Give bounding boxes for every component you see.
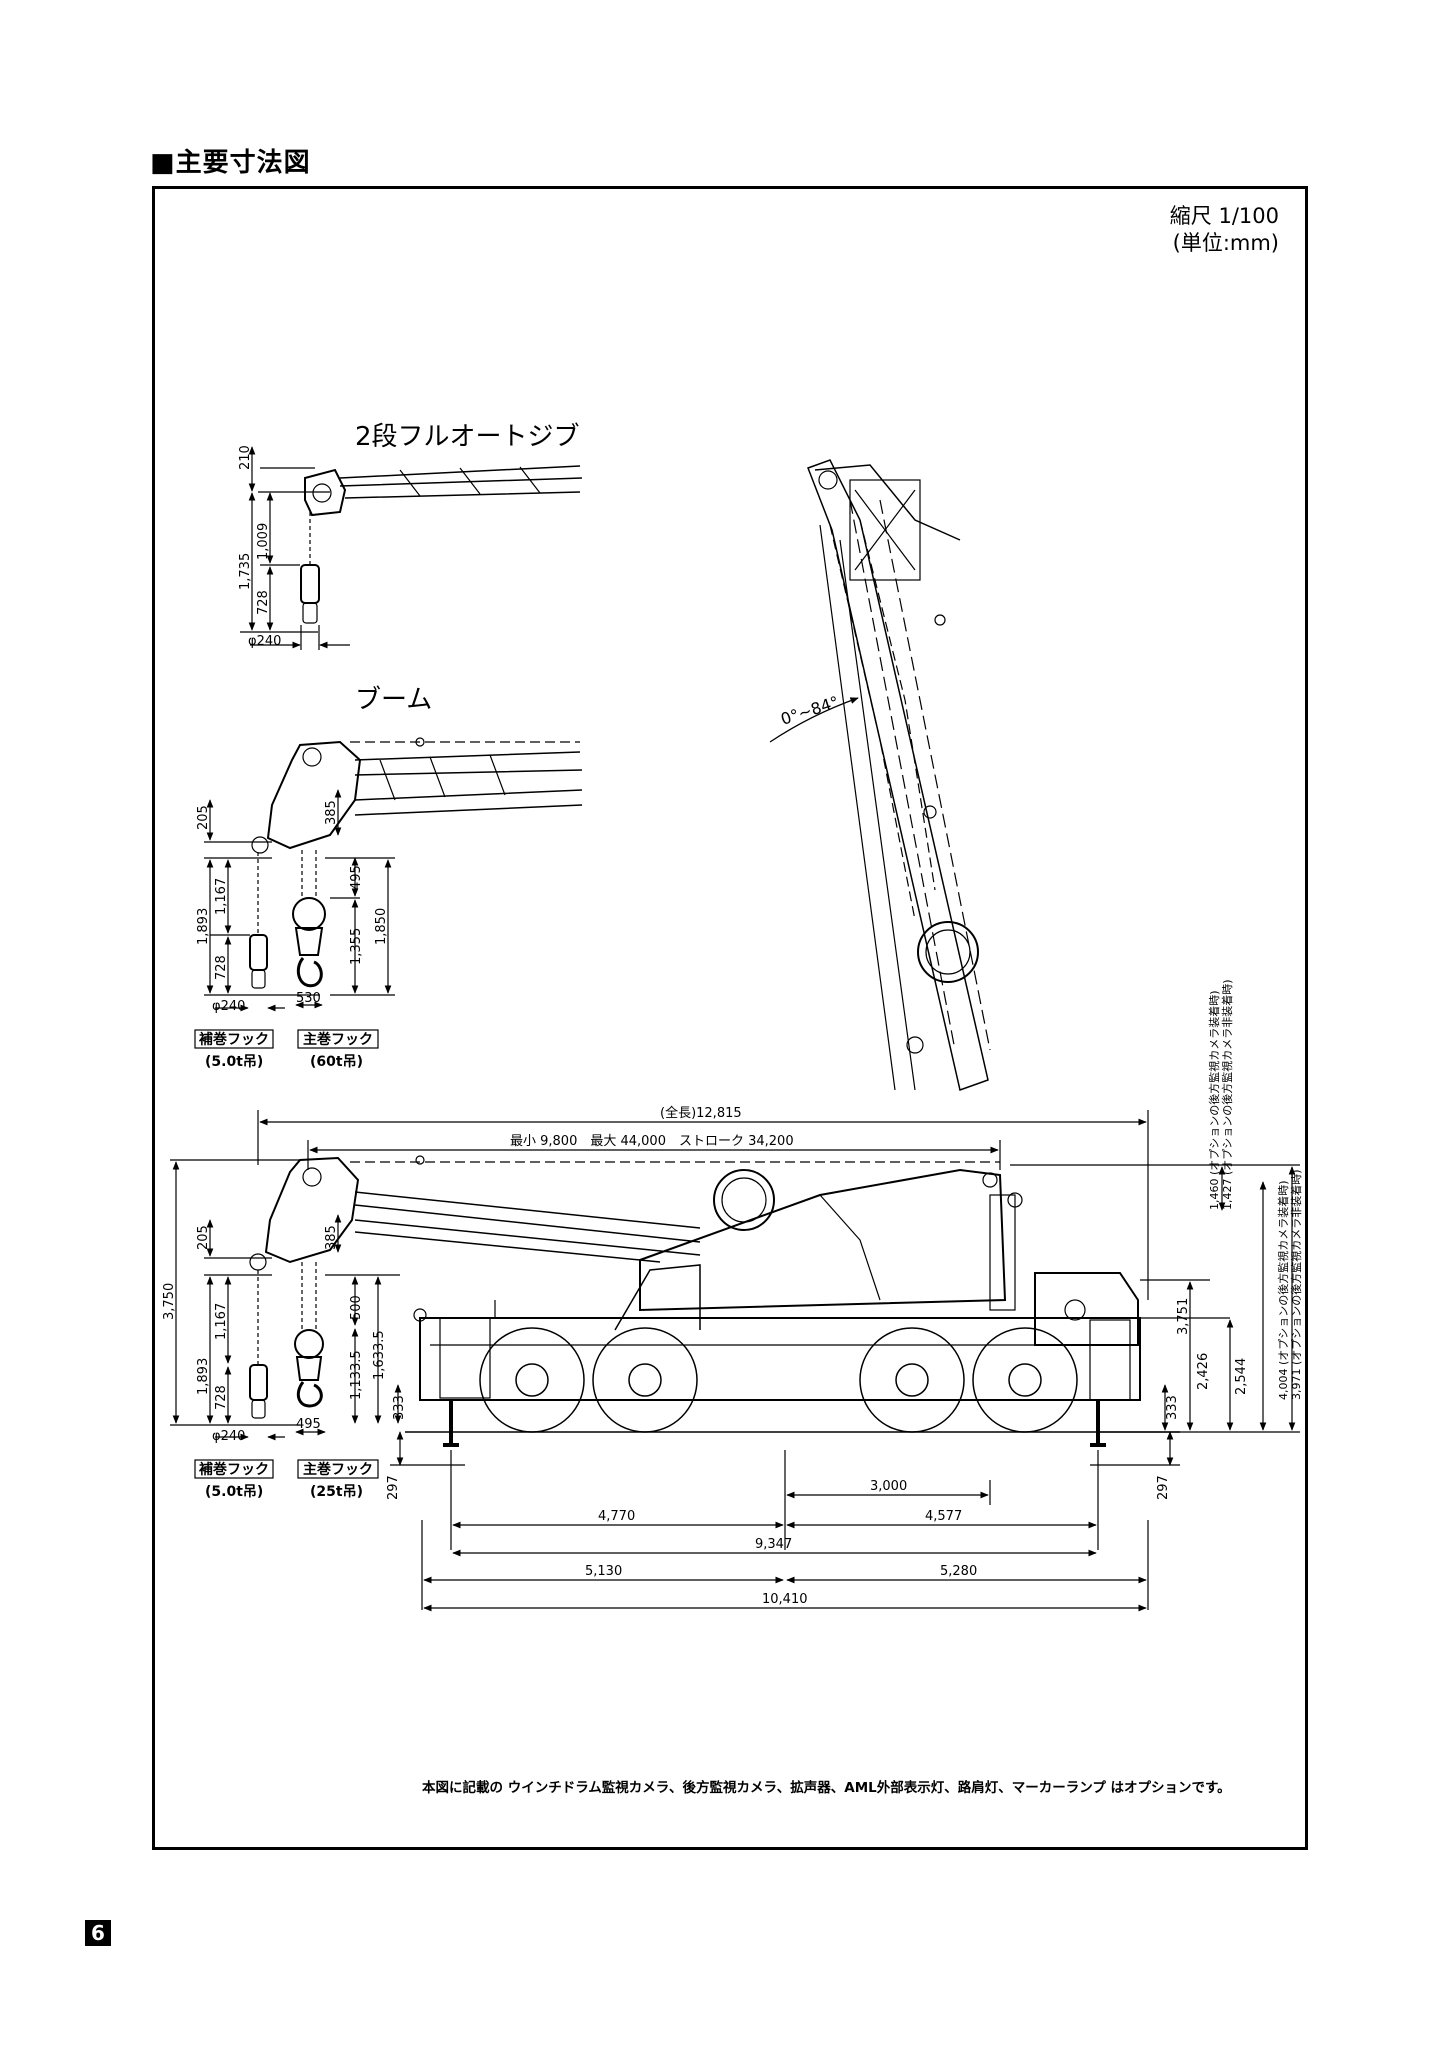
jib-dim-210: 210: [238, 445, 253, 470]
main-dim-9347: 9,347: [755, 1537, 792, 1552]
main-dim-4770: 4,770: [598, 1509, 635, 1524]
main-dim-3971-note: (オプションの後方監視カメラ非装着時): [1289, 1169, 1303, 1365]
main-aux-hook-label: 補巻フック: [198, 1461, 269, 1478]
main-dim-1427: 1,427: [1221, 1179, 1234, 1211]
main-dim-4577: 4,577: [925, 1509, 962, 1524]
jib-dim-728: 728: [256, 590, 271, 615]
main-dim-333-right: 333: [1165, 1395, 1180, 1420]
main-dim-10410: 10,410: [762, 1592, 808, 1607]
main-dim-4004: 4,004: [1277, 1369, 1290, 1401]
svg-text:1,460 (オプションの後方監視カメラ装着時): 1,460 (オプションの後方監視カメラ装着時): [1207, 990, 1221, 1210]
jib-dim-phi240: φ240: [248, 634, 281, 649]
boom-dim-1167: 1,167: [214, 878, 229, 915]
main-dim-1893: 1,893: [196, 1358, 211, 1395]
jib-detail-view: [240, 446, 583, 650]
jib-view-title: 2段フルオートジブ: [355, 422, 580, 452]
svg-text:4,004 (オプションの後方監視カメラ装着時): 4,004 (オプションの後方監視カメラ装着時): [1276, 1180, 1290, 1400]
jib-dim-1009: 1,009: [256, 523, 271, 560]
boom-dim-495: 495: [349, 865, 364, 890]
main-dim-phi240: φ240: [212, 1429, 245, 1444]
main-dim-1167: 1,167: [214, 1303, 229, 1340]
svg-text:3,971 (オプションの後方監視カメラ非装着時): 3,971 (オプションの後方監視カメラ非装着時): [1289, 1169, 1303, 1400]
main-dim-1633-5: 1,633.5: [372, 1330, 387, 1380]
main-dim-4004-note: (オプションの後方監視カメラ装着時): [1276, 1180, 1290, 1365]
scale-block: 縮尺 1/100 (単位:mm): [1170, 203, 1279, 257]
boom-stroke: 最小 9,800 最大 44,000 ストローク 34,200: [510, 1134, 794, 1149]
main-dim-2544: 2,544: [1234, 1358, 1249, 1395]
boom-dim-728: 728: [214, 955, 229, 980]
boom-aux-hook-label: 補巻フック: [198, 1031, 269, 1048]
boom-dim-1355: 1,355: [349, 928, 364, 965]
scale-ratio: 縮尺 1/100: [1169, 204, 1279, 228]
raised-boom-view: [769, 459, 991, 1091]
overall-length: (全長)12,815: [660, 1105, 742, 1121]
main-dim-3971: 3,971: [1290, 1369, 1303, 1401]
main-dim-5280: 5,280: [940, 1564, 977, 1579]
main-dim-385: 385: [324, 1225, 339, 1250]
drawing-frame: 縮尺 1/100 (単位:mm): [152, 186, 1308, 1850]
main-aux-hook-capacity: (5.0t吊): [205, 1484, 263, 1500]
boom-dim-205: 205: [196, 805, 211, 830]
boom-dim-1850: 1,850: [374, 908, 389, 945]
boom-dim-phi240: φ240: [212, 999, 245, 1014]
main-dim-297-left: 297: [386, 1475, 401, 1500]
main-dim-3750: 3,750: [162, 1283, 177, 1320]
svg-text:1,427 (オプションの後方監視カメラ非装着時): 1,427 (オプションの後方監視カメラ非装着時): [1220, 979, 1234, 1210]
main-dim-495: 495: [296, 1417, 321, 1432]
section-title: ■主要寸法図: [150, 148, 311, 178]
main-dim-1133-5: 1,133.5: [349, 1350, 364, 1400]
boom-aux-hook-capacity: (5.0t吊): [205, 1054, 263, 1070]
main-dim-728: 728: [214, 1385, 229, 1410]
main-side-view: [170, 1110, 1300, 1612]
boom-dim-1893: 1,893: [196, 908, 211, 945]
main-dim-3751: 3,751: [1176, 1298, 1191, 1335]
main-dim-297-right: 297: [1156, 1475, 1171, 1500]
boom-dim-385: 385: [324, 800, 339, 825]
page-number: 6: [85, 1920, 111, 1946]
main-main-hook-capacity: (25t吊): [310, 1484, 363, 1500]
main-dim-500: 500: [349, 1295, 364, 1320]
boom-view-title: ブーム: [355, 685, 432, 715]
jib-dim-1735: 1,735: [238, 553, 253, 590]
main-dim-1427-note: (オプションの後方監視カメラ非装着時): [1220, 979, 1234, 1175]
main-dim-1460-note: (オプションの後方監視カメラ装着時): [1207, 990, 1221, 1175]
main-main-hook-label: 主巻フック: [303, 1461, 373, 1478]
main-dim-1460: 1,460: [1208, 1179, 1221, 1211]
main-dim-205: 205: [196, 1225, 211, 1250]
boom-dim-530: 530: [296, 991, 321, 1006]
boom-main-hook-label: 主巻フック: [303, 1031, 373, 1048]
boom-detail-view: [204, 737, 583, 1012]
main-dim-333-left: 333: [392, 1395, 407, 1420]
main-dim-3000: 3,000: [870, 1479, 907, 1494]
options-footnote: 本図に記載の ウインチドラム監視カメラ、後方監視カメラ、拡声器、AML外部表示灯…: [422, 1779, 1231, 1796]
main-dim-5130: 5,130: [585, 1564, 622, 1579]
boom-main-hook-capacity: (60t吊): [310, 1054, 363, 1070]
main-dim-2426: 2,426: [1196, 1353, 1211, 1390]
scale-unit: (単位:mm): [1172, 231, 1279, 255]
